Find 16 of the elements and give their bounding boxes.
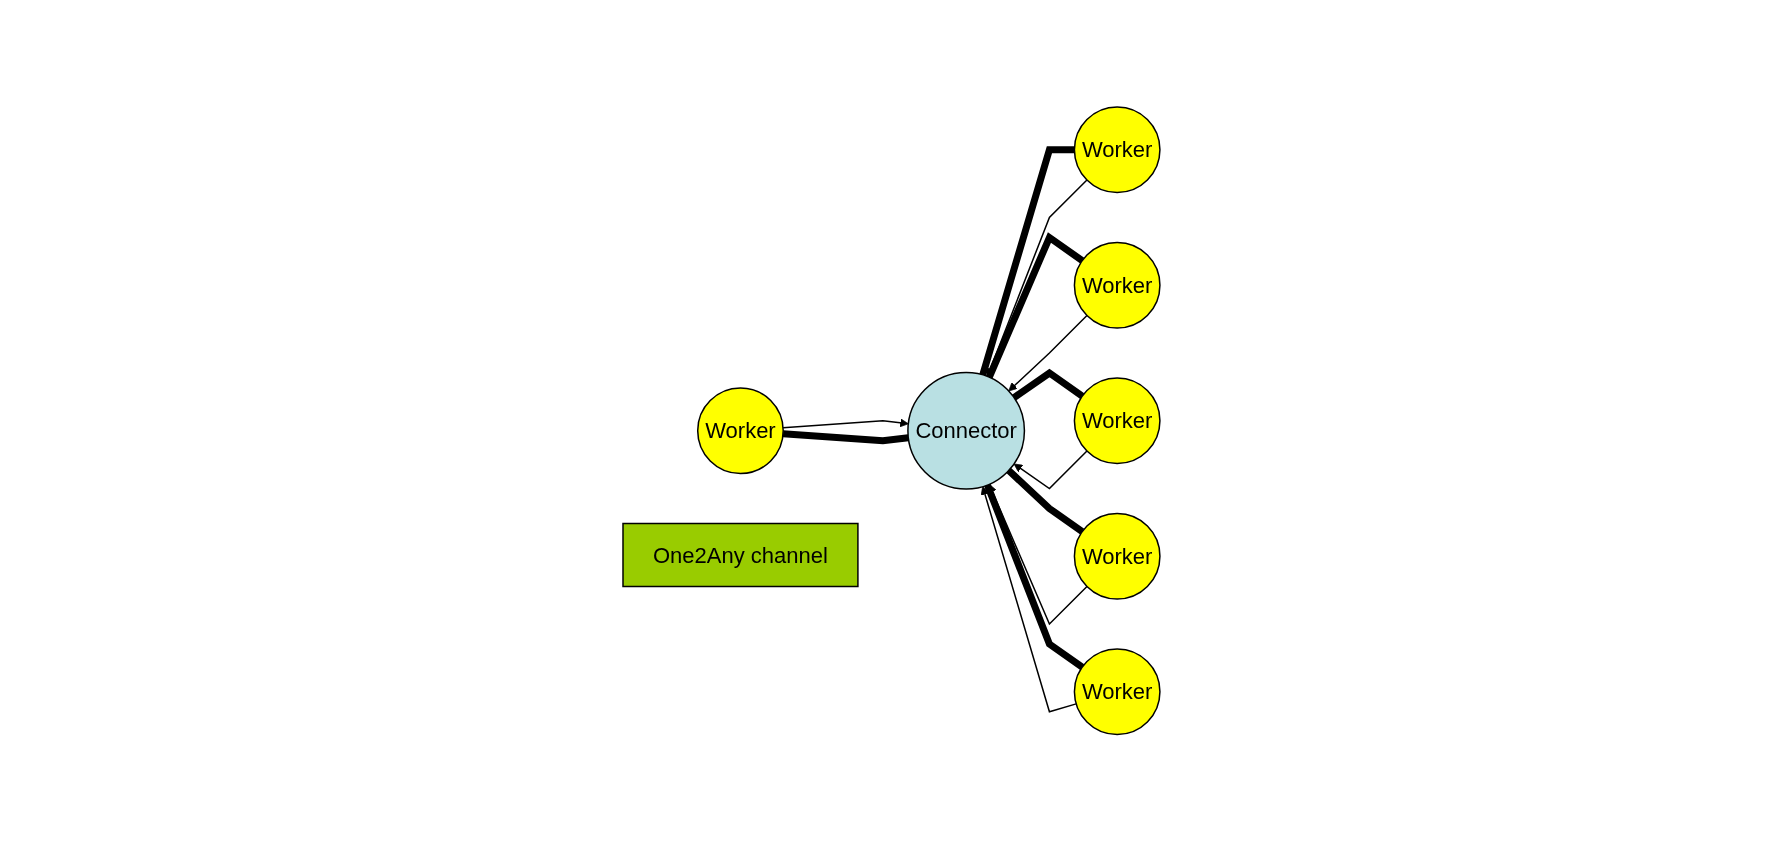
arrow <box>1007 315 1088 392</box>
node-circle: Worker <box>1073 513 1161 600</box>
arrow <box>1013 450 1088 490</box>
node-circle: Worker <box>696 387 784 475</box>
connector <box>983 484 1084 671</box>
node-circle: Worker <box>1073 242 1161 329</box>
connector <box>1005 468 1084 535</box>
node-box: One2Any channel <box>621 523 859 588</box>
node-circle: Worker <box>1073 648 1161 736</box>
arrow <box>980 486 1077 713</box>
node-circle: Worker <box>1073 377 1161 465</box>
connector <box>782 430 909 445</box>
node-circle: Worker <box>1073 106 1161 194</box>
connector <box>978 146 1074 377</box>
node-circle: Connector <box>906 372 1025 490</box>
arrow <box>985 179 1088 378</box>
